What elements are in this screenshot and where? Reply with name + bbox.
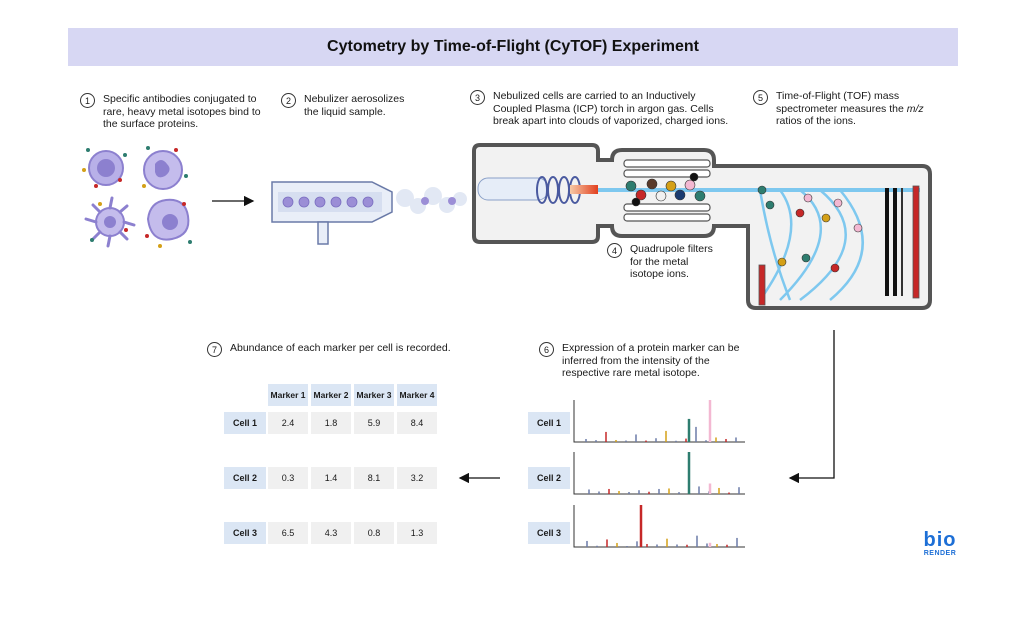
table-cell: 1.4 — [311, 467, 351, 489]
table-cell: 4.3 — [311, 522, 351, 544]
column-header: Marker 2 — [311, 384, 351, 406]
tof-detector-icon — [757, 185, 920, 306]
step-number: 1 — [80, 93, 95, 108]
step-number: 3 — [470, 90, 485, 105]
arrow-icon — [788, 330, 835, 484]
nebulizer-icon — [271, 181, 467, 245]
row-header: Cell 2 — [224, 467, 266, 489]
column-header: Marker 3 — [354, 384, 394, 406]
title-banner: Cytometry by Time-of-Flight (CyTOF) Expe… — [68, 28, 958, 66]
step-number: 7 — [207, 342, 222, 357]
page-title: Cytometry by Time-of-Flight (CyTOF) Expe… — [327, 38, 699, 55]
table-cell: 1.8 — [311, 412, 351, 434]
column-header: Marker 4 — [397, 384, 437, 406]
row-header: Cell 1 — [224, 412, 266, 434]
biorender-logo: bio RENDER — [923, 529, 957, 557]
table-cell: 3.2 — [397, 467, 437, 489]
column-header: Marker 1 — [268, 384, 308, 406]
table-cell: 1.3 — [397, 522, 437, 544]
table-cell: 8.1 — [354, 467, 394, 489]
table-cell: 6.5 — [268, 522, 308, 544]
table-cell: 8.4 — [397, 412, 437, 434]
table-cell: 2.4 — [268, 412, 308, 434]
table-cell: 0.3 — [268, 467, 308, 489]
antibody-cell-icon — [82, 146, 192, 248]
spectrum-axis — [573, 400, 745, 443]
quadrupole-icon — [623, 159, 711, 222]
spectrum-label-cell-3: Cell 3 — [528, 522, 570, 544]
table-cell: 0.8 — [354, 522, 394, 544]
step-number: 4 — [607, 243, 622, 258]
step-number: 6 — [539, 342, 554, 357]
spectrum-axis — [573, 505, 745, 548]
table-cell: 5.9 — [354, 412, 394, 434]
step-number: 2 — [281, 93, 296, 108]
spectra-panel — [573, 400, 745, 548]
spectrum-label-cell-2: Cell 2 — [528, 467, 570, 489]
row-header: Cell 3 — [224, 522, 266, 544]
icp-torch-icon — [472, 143, 932, 310]
spectrum-axis — [573, 452, 745, 495]
spectrum-label-cell-1: Cell 1 — [528, 412, 570, 434]
step-number: 5 — [753, 90, 768, 105]
